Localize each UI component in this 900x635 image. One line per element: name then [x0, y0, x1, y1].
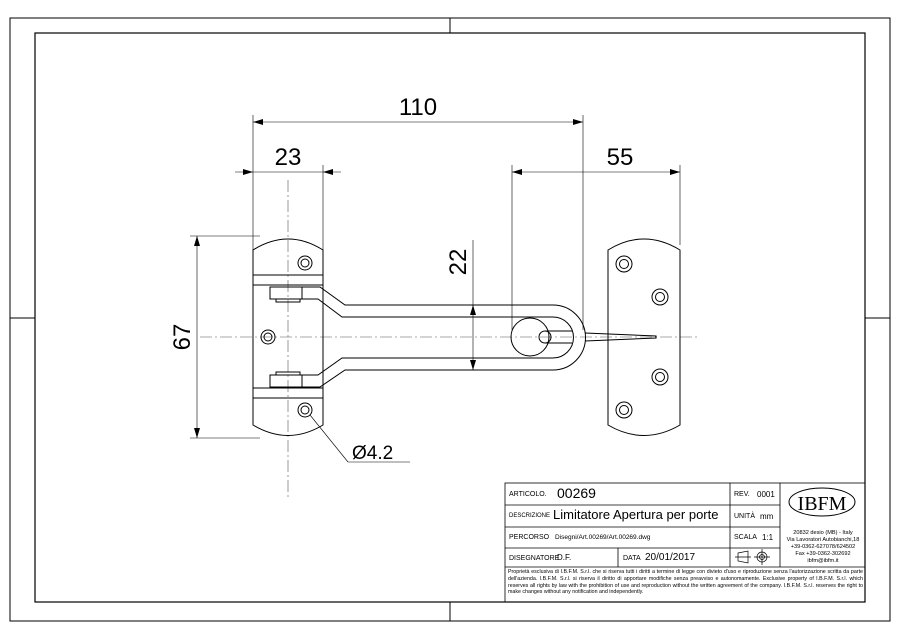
data-value: 20/01/2017 [645, 552, 696, 563]
scala-label: SCALA [734, 534, 757, 541]
descrizione-value: Limitatore Apertura per porte [553, 507, 719, 522]
disegnatore-label: DISEGNATORE [509, 555, 560, 562]
descrizione-label: DESCRIZIONE [509, 513, 551, 519]
disegnatore-value: D.F. [557, 553, 572, 562]
dim-110: 110 [399, 94, 437, 121]
scala-value: 1:1 [762, 533, 774, 542]
ibfm-logo: IBFM [788, 487, 856, 517]
keeper-plate [607, 238, 681, 436]
rev-value: 0001 [757, 490, 775, 499]
unita-value: mm [760, 512, 774, 521]
dim-23: 23 [275, 144, 302, 171]
articolo-label: ARTICOLO. [509, 491, 547, 498]
company-address: 20832 desio (MB) - Italy Via Lavoratori … [786, 530, 860, 564]
center-lines [200, 180, 700, 500]
percorso-label: PERCORSO [509, 534, 550, 541]
hinge-plate [252, 238, 324, 436]
dim-67: 67 [169, 324, 196, 351]
svg-text:IBFM: IBFM [798, 493, 847, 515]
title-block-grid [504, 482, 866, 603]
dim-hole-diameter: Ø4.2 [352, 443, 393, 464]
dim-55: 55 [607, 144, 634, 171]
unita-label: UNITÀ [734, 513, 755, 520]
projection-symbol-icon [735, 549, 770, 565]
percorso-value: Disegni/Art.00269/Art.00269.dwg [555, 534, 651, 541]
dimension-lines [190, 115, 681, 463]
dim-22: 22 [445, 249, 472, 276]
sheet-frame [9, 17, 891, 622]
data-label: DATA [623, 555, 641, 562]
articolo-value: 00269 [557, 485, 596, 501]
limiter-arm [302, 286, 657, 388]
rev-label: REV. [734, 491, 750, 498]
copyright-disclaimer: Proprietà esclusiva di I.B.F.M. S.r.l. c… [508, 569, 863, 596]
